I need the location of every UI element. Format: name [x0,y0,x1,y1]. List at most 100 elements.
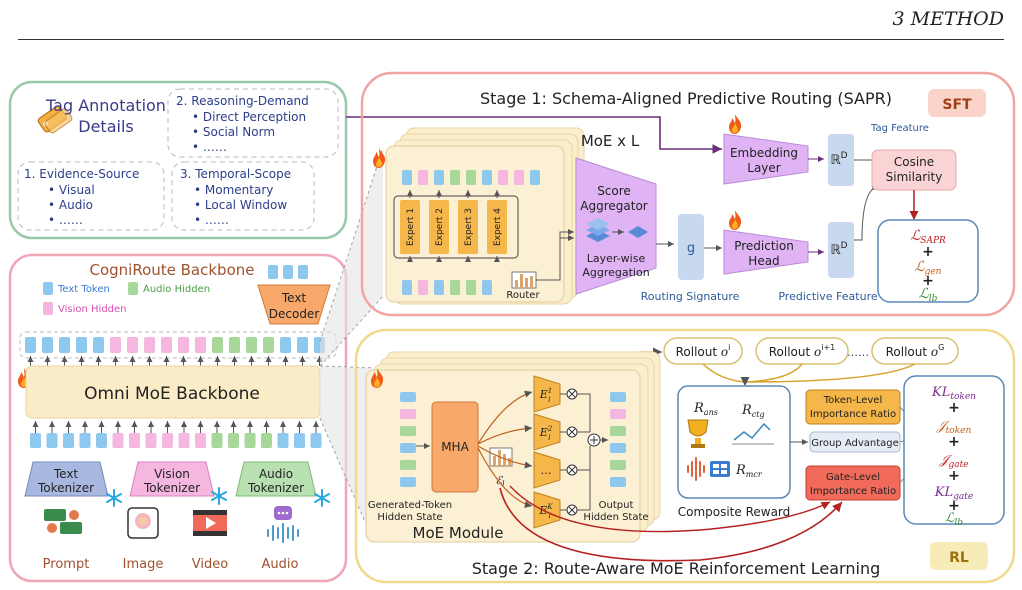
backbone-input-token [162,433,173,448]
projection-fill-lower [320,366,373,540]
reasoning-item-1: • Direct Perception [192,110,306,124]
legend-audio-hidden: Audio Hidden [143,284,210,295]
backbone-title: CogniRoute Backbone [89,261,254,279]
gate-epsilon-label: ℰl [495,474,505,489]
waveform-icon [687,457,705,481]
mha-label: MHA [441,440,469,454]
image-icon [127,507,159,539]
gen-token-label-1: Generated-Token [368,500,452,511]
decoder-output-tokens [268,265,308,279]
stage2-input-token [400,443,416,453]
loss-gen: ℒgen [915,259,942,277]
stage1-output-token [514,170,524,185]
backbone-input-token [228,433,239,448]
audio-tokenizer-label-1: Audio [259,467,293,481]
backbone-input-token [63,433,74,448]
loss-plus-2: + [922,273,934,289]
gate-feedback-arrow [499,487,843,562]
vision-tokenizer-label-1: Vision [154,467,190,481]
obj-plus-3: + [948,468,960,484]
obj-plus-2: + [948,434,960,450]
backbone-input-token [244,433,256,448]
backbone-output-token [229,337,240,353]
tag-feature-rd [828,134,854,186]
svg-text:Rollout oi: Rollout oi [676,343,731,359]
obj-plus-1: + [948,400,960,416]
sft-badge-label: SFT [942,97,972,113]
section-header: 3 METHOD [892,8,1004,30]
backbone-output-token [280,337,291,353]
embedding-label-1: Embedding [730,146,798,160]
prediction-label-1: Prediction [734,239,794,253]
bottom-token-row [30,421,322,448]
tag-annotation-panel: Tag Annotation Details 2. Reasoning-Dema… [8,80,348,240]
backbone-input-token [261,433,272,448]
audio-tokenizer-label-2: Tokenizer [247,481,304,495]
stage1-output-token [418,170,428,185]
backbone-input-token [195,433,206,448]
stage2-input-token [400,392,416,402]
gate-multiply-icons [566,388,578,516]
backbone-output-token [178,337,189,353]
film-icon [710,461,730,477]
input-label-video: Video [192,557,228,572]
audio-tokenizer-shape [235,461,317,497]
backbone-input-token [211,433,223,448]
stage2-input-token [400,409,416,419]
stage2-input-token [400,426,416,436]
layerwise-label-2: Aggregation [582,266,649,279]
score-aggregator-shape [575,157,657,295]
omni-moe-backbone-label: Omni MoE Backbone [84,384,260,404]
prediction-label-2: Head [748,254,779,268]
legend-audio-hidden-swatch [128,282,138,295]
backbone-input-token [294,433,305,448]
embedding-layer-shape [723,133,809,185]
stage2-input-token [400,460,416,470]
stage2-input-token [400,477,416,487]
rl-badge-label: RL [949,550,969,566]
mha-block [431,401,479,493]
evidence-item-1: • Visual [48,183,95,197]
rollout-ellipsis: …… [847,346,869,359]
stage1-output-token [402,170,412,185]
backbone-input-token [30,433,41,448]
svg-text:Rollout oG: Rollout oG [886,343,945,359]
stage1-input-token [434,280,444,295]
svg-text:E1l: E1l [539,387,553,404]
stage2-objective-box [903,375,1005,525]
projection-fill-upper [320,148,383,366]
trophy-icon [687,419,709,448]
rd-to-cosine-lower [854,184,879,241]
tag-icon [37,105,73,134]
backbone-input-token [46,433,58,448]
reasoning-item-2: • Social Norm [192,125,275,139]
header-rule [18,39,1004,40]
gate-ratio-label-1: Gate-Level [826,472,880,483]
prompt-icon [44,509,82,534]
stage2-output-token [610,443,626,453]
backbone-input-token [96,433,107,448]
stage1-input-token [482,280,492,295]
token-ratio-label-1: Token-Level [823,395,882,406]
tag-title-1: Tag Annotation [45,96,166,115]
input-label-image: Image [123,557,164,572]
sft-badge [928,89,986,117]
text-tokenizer-shape [24,461,109,497]
rollout-g: Rollout oG [871,337,959,365]
stage1-output-token [434,170,444,185]
stage2-output-token [610,477,626,487]
vision-tokenizer-shape [129,461,215,497]
reasoning-demand-title: 2. Reasoning-Demand [176,94,309,108]
aggregated-diamond [628,226,648,238]
gate-ratio-label-2: Importance Ratio [810,486,896,497]
backbone-output-token [263,337,274,353]
stage1-input-token [450,280,460,295]
stage1-router [511,271,537,289]
text-decoder-shape [257,284,331,325]
legend-vision-hidden-swatch [43,302,53,315]
stage1-top-tokens [402,170,540,185]
mha-to-expert-arrows [477,390,533,508]
backbone-input-token [129,433,140,448]
cosine-label-1: Cosine [894,155,934,169]
